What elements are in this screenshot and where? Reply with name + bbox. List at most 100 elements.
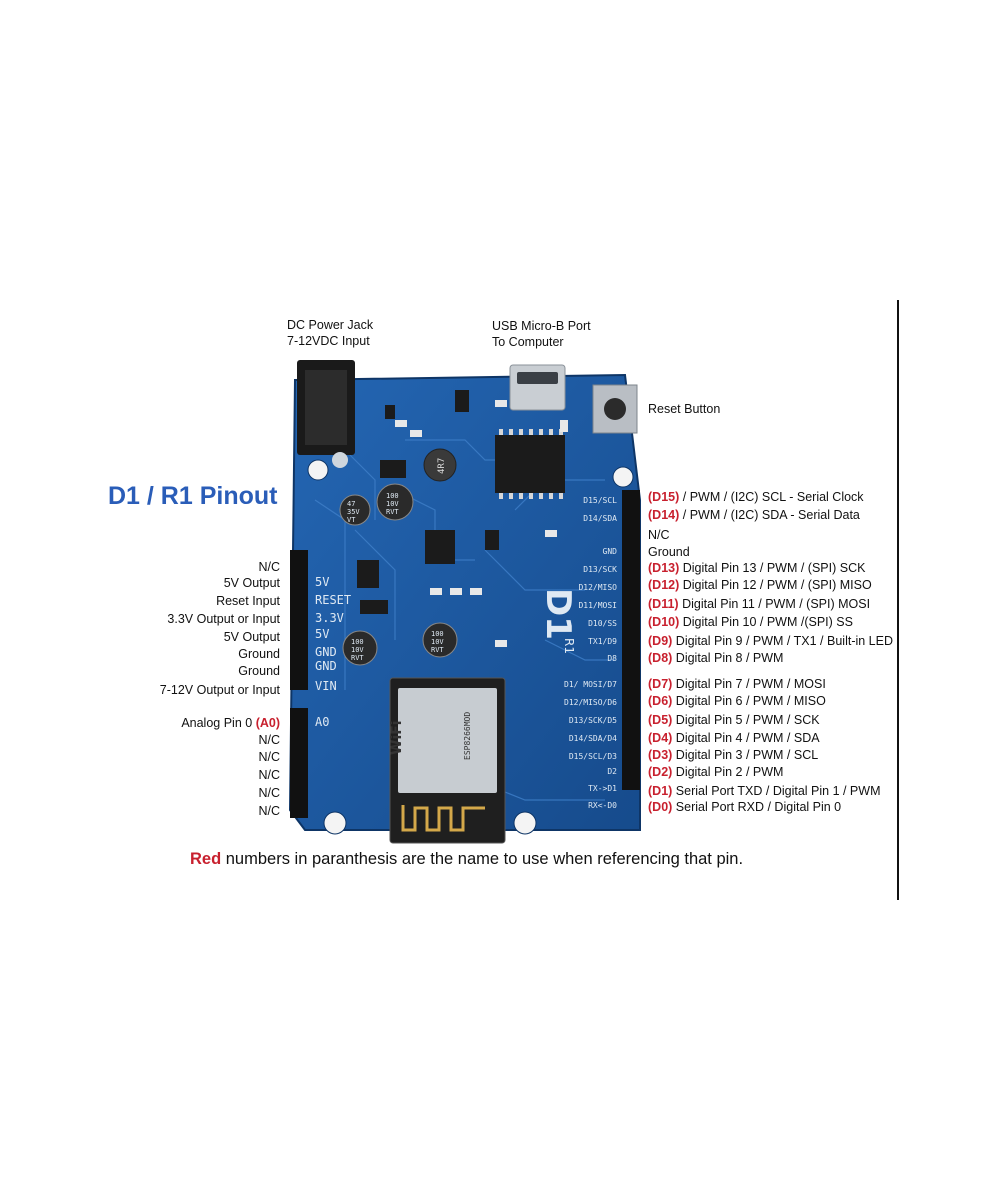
right-silk-label: D13/SCK xyxy=(583,565,617,574)
svg-text:100: 100 xyxy=(431,630,444,638)
pin-description: / PWM / (I2C) SDA - Serial Data xyxy=(682,508,860,522)
pin-reference: (D7) xyxy=(648,677,673,691)
right-silk-label: D1/ MOSI/D7 xyxy=(564,680,617,689)
pin-reference: (D9) xyxy=(648,634,673,648)
pin-description: Digital Pin 9 / PWM / TX1 / Built-in LED xyxy=(675,634,893,648)
smd-passives xyxy=(395,400,568,647)
pin-description: Digital Pin 13 / PWM / (SPI) SCK xyxy=(682,561,866,575)
svg-text:47: 47 xyxy=(347,500,355,508)
pin-reference: (A0) xyxy=(255,716,280,730)
pin-reference: (D3) xyxy=(648,748,673,762)
mounting-hole xyxy=(323,811,347,835)
mounting-hole xyxy=(513,811,537,835)
right-pin-label: (D0) Serial Port RXD / Digital Pin 0 xyxy=(648,800,841,815)
left-pin-label: N/C xyxy=(258,733,280,748)
left-pin-label: Analog Pin 0 (A0) xyxy=(181,716,280,731)
right-silk-label: D12/MISO xyxy=(578,583,617,592)
pin-reference: (D0) xyxy=(648,800,673,814)
right-pin-label: (D3) Digital Pin 3 / PWM / SCL xyxy=(648,748,818,763)
pin-description: Digital Pin 5 / PWM / SCK xyxy=(675,713,820,727)
usb-chip xyxy=(495,435,565,493)
pin-description: Digital Pin 3 / PWM / SCL xyxy=(675,748,819,762)
d1-r1-board: 4R7 100 10V RVT 47 35V VT 100 10V RVT 10… xyxy=(288,360,641,844)
pin-description: Digital Pin 6 / PWM / MISO xyxy=(675,694,826,708)
mounting-hole xyxy=(612,466,634,488)
left-silk-label: 3.3V xyxy=(315,611,344,625)
left-silk-label: A0 xyxy=(315,715,329,729)
pin-description: Ground xyxy=(238,664,280,678)
pin-description: 5V Output xyxy=(223,576,280,590)
left-silk-label: 5V xyxy=(315,575,329,589)
pin-reference: (D6) xyxy=(648,694,673,708)
pin-description: / PWM / (I2C) SCL - Serial Clock xyxy=(682,490,864,504)
pin-description: N/C xyxy=(258,768,280,782)
pin-description: N/C xyxy=(648,528,670,542)
pin-description: Reset Input xyxy=(216,594,280,608)
svg-text:RVT: RVT xyxy=(351,654,364,662)
pin-reference: (D10) xyxy=(648,615,680,629)
capacitor-4: 100 10V RVT xyxy=(422,622,458,658)
module-model-text: ESP8266MOD xyxy=(463,712,472,760)
right-silk-label: D2 xyxy=(607,767,617,776)
right-pin-label: (D13) Digital Pin 13 / PWM / (SPI) SCK xyxy=(648,561,865,576)
pin-description: Digital Pin 10 / PWM /(SPI) SS xyxy=(682,615,853,629)
right-pin-label: (D7) Digital Pin 7 / PWM / MOSI xyxy=(648,677,826,692)
right-silk-label: D14/SDA xyxy=(583,514,617,523)
capacitor-2: 47 35V VT xyxy=(339,494,371,526)
footnote-red-word: Red xyxy=(190,850,222,868)
right-pin-label: (D14) / PWM / (I2C) SDA - Serial Data xyxy=(648,508,860,523)
pin-description: N/C xyxy=(258,786,280,800)
module-wifi-text: WiFi xyxy=(389,720,405,755)
right-silk-label: D13/SCK/D5 xyxy=(569,716,617,725)
right-silk-label: D12/MISO/D6 xyxy=(564,698,617,707)
left-header-analog xyxy=(290,708,308,818)
right-silk-label: D14/SDA/D4 xyxy=(569,734,617,743)
left-pin-label: N/C xyxy=(258,786,280,801)
board-logo: D1 xyxy=(538,588,578,640)
usb-port-opening xyxy=(517,372,558,384)
left-pin-label: Ground xyxy=(238,664,280,679)
left-pin-label: N/C xyxy=(258,768,280,783)
pin-description: 7-12V Output or Input xyxy=(159,683,280,697)
left-silk-label: GND xyxy=(315,659,337,673)
left-pin-label: 3.3V Output or Input xyxy=(167,612,280,627)
svg-text:35V: 35V xyxy=(347,508,360,516)
dc-jack-inner xyxy=(305,370,347,445)
right-silk-label: TX->D1 xyxy=(588,784,617,793)
pin-description: Ground xyxy=(648,545,690,559)
left-pin-label: Ground xyxy=(238,647,280,662)
right-pin-label: (D12) Digital Pin 12 / PWM / (SPI) MISO xyxy=(648,578,872,593)
pin-reference: (D1) xyxy=(648,784,673,798)
right-silkscreen: D15/SCLD14/SDAGNDD13/SCKD12/MISOD11/MOSI… xyxy=(564,496,617,810)
pin-description: Serial Port TXD / Digital Pin 1 / PWM xyxy=(675,784,881,798)
pin-description: Digital Pin 8 / PWM xyxy=(675,651,784,665)
svg-text:10V: 10V xyxy=(386,500,399,508)
pin-description: N/C xyxy=(258,733,280,747)
pcb-antenna xyxy=(401,805,485,832)
right-pin-label: (D8) Digital Pin 8 / PWM xyxy=(648,651,783,666)
svg-text:100: 100 xyxy=(351,638,364,646)
left-pin-label: 5V Output xyxy=(224,576,280,591)
svg-text:VT: VT xyxy=(347,516,356,524)
left-pin-label: N/C xyxy=(258,750,280,765)
pin-reference: (D8) xyxy=(648,651,673,665)
pin-reference: (D11) xyxy=(648,597,679,611)
pin-description: Analog Pin 0 xyxy=(181,716,253,730)
capacitor-1: 100 10V RVT xyxy=(376,483,414,521)
left-pin-label: N/C xyxy=(258,804,280,819)
right-silk-label: GND xyxy=(603,547,618,556)
left-silk-label: RESET xyxy=(315,593,351,607)
reset-button-cap xyxy=(604,398,626,420)
pin-description: N/C xyxy=(258,560,280,574)
right-pin-label: (D4) Digital Pin 4 / PWM / SDA xyxy=(648,731,820,746)
divider-line xyxy=(897,300,899,900)
right-silk-label: D15/SCL/D3 xyxy=(569,752,617,761)
esp-shield xyxy=(398,688,497,793)
pin-description: Serial Port RXD / Digital Pin 0 xyxy=(675,800,842,814)
pin-reference: (D13) xyxy=(648,561,680,575)
right-pin-label: (D1) Serial Port TXD / Digital Pin 1 / P… xyxy=(648,784,880,799)
pin-description: Digital Pin 12 / PWM / (SPI) MISO xyxy=(682,578,872,592)
pin-reference: (D14) xyxy=(648,508,680,522)
reset-button-label: Reset Button xyxy=(648,402,721,416)
right-silk-label: D15/SCL xyxy=(583,496,617,505)
